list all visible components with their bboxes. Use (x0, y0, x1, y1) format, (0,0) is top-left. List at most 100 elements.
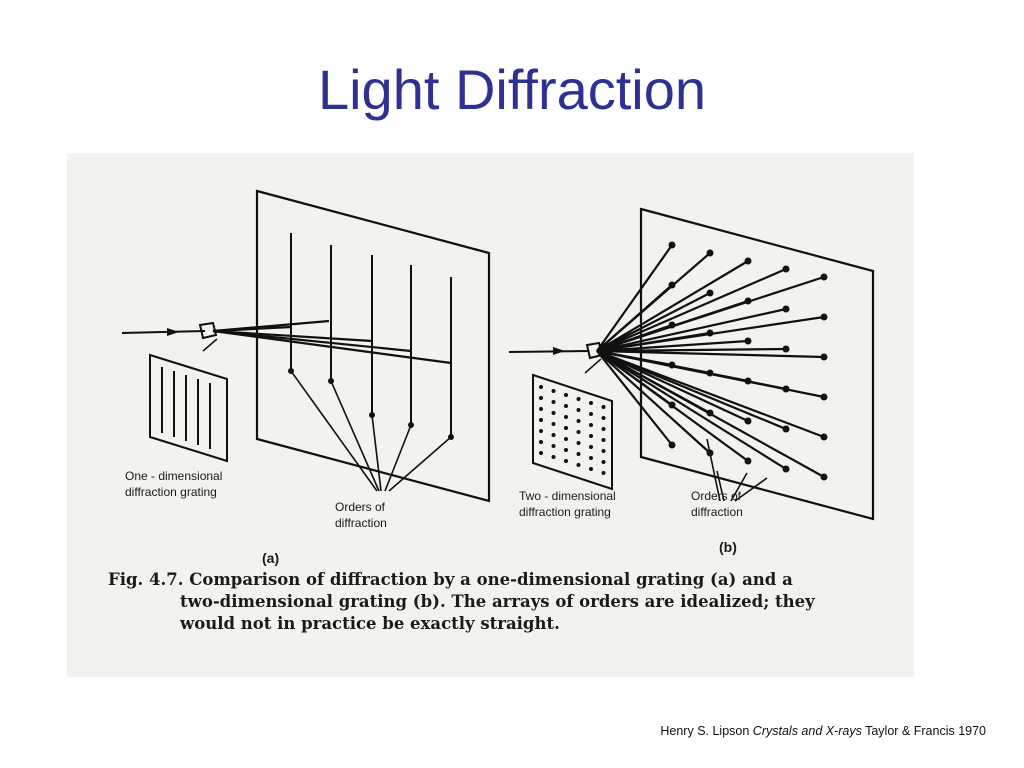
grating-dot (551, 433, 556, 437)
diffraction-order-dot (744, 337, 752, 345)
source-citation: Henry S. Lipson Crystals and X-rays Tayl… (660, 724, 986, 738)
incident-beam-a (121, 330, 206, 334)
slide-title: Light Diffraction (317, 58, 707, 121)
grating-dot (601, 416, 606, 420)
grating-dot (589, 445, 593, 449)
caption-line-2: two-dimensional grating (b). The arrays … (180, 592, 815, 611)
grating-dot (576, 419, 581, 423)
grating-dot (539, 396, 543, 400)
grating-dot (539, 440, 543, 444)
diffraction-ray (596, 350, 673, 446)
diffraction-order-dot (782, 425, 790, 433)
diffraction-order-dot (668, 441, 676, 449)
grating-dot (551, 455, 556, 459)
diffraction-order-dot (782, 305, 790, 313)
diffraction-order-dot (782, 345, 790, 353)
diffraction-order-dot (706, 329, 714, 337)
diffraction-order-dot (668, 401, 676, 409)
grating-dot (576, 452, 581, 456)
panel-b-diagram: Two - dimensional diffraction grating Or… (508, 207, 875, 555)
diffraction-ray (596, 260, 749, 352)
diffraction-ray (596, 323, 673, 353)
two-dimensional-grating (532, 373, 613, 491)
grating-dot (564, 448, 568, 452)
grating-dot (601, 438, 606, 442)
grating-dot (551, 444, 556, 448)
grating-dot (576, 441, 581, 445)
grating-dot (564, 393, 568, 397)
diffraction-ray (596, 267, 787, 353)
grating-label-b-line2: diffraction grating (519, 505, 611, 519)
diffraction-ray (596, 350, 749, 422)
diffraction-order-dot (706, 249, 714, 257)
grating-label-a-line1: One - dimensional (125, 469, 222, 483)
diffraction-order-dot (668, 321, 676, 329)
diffraction-ray (596, 339, 749, 353)
screen-b (639, 207, 875, 521)
diffraction-order-dot (668, 361, 676, 369)
beam-arrow-a (167, 328, 179, 336)
diffraction-ray (596, 331, 711, 353)
diffraction-ray (596, 347, 787, 353)
diffraction-ray (596, 244, 673, 352)
grating-dot (589, 423, 593, 427)
grating-dot (539, 451, 543, 455)
grating-dot (589, 467, 593, 471)
grating-dot (551, 400, 556, 404)
orders-label-a-line2: diffraction (335, 516, 387, 530)
grating-dot (589, 412, 593, 416)
grating-dot (601, 405, 606, 409)
incident-beam-b (508, 350, 590, 353)
beam-arrow-b (553, 347, 565, 355)
diffraction-order-dot (706, 369, 714, 377)
diffraction-order-dot (744, 417, 752, 425)
panel-tag-a: (a) (262, 550, 279, 566)
grating-dot (539, 418, 543, 422)
diffraction-order-dot (744, 457, 752, 465)
diffraction-order-dot (744, 257, 752, 265)
diffraction-order-dot (782, 465, 790, 473)
grating-dot (589, 456, 593, 460)
orders-label-b-line2: diffraction (691, 505, 743, 519)
diffraction-order-dot (744, 377, 752, 385)
diffraction-figure: One - dimensional diffraction grating Or… (67, 153, 914, 677)
diffraction-order-dot (782, 265, 790, 273)
diffraction-diagram: One - dimensional diffraction grating Or… (121, 189, 875, 566)
panel-a-diagram: One - dimensional diffraction grating Or… (121, 189, 491, 566)
diffraction-order-dot (820, 473, 828, 481)
panel-tag-b: (b) (719, 539, 737, 555)
diffraction-order-dot (668, 281, 676, 289)
diffraction-order-dot (706, 409, 714, 417)
grating-dot (551, 422, 556, 426)
citation-author: Henry S. Lipson (660, 724, 750, 738)
grating-dot (564, 415, 568, 419)
grating-dot (589, 401, 593, 405)
one-dimensional-grating (149, 353, 228, 463)
grating-dot (564, 437, 568, 441)
grating-dot (601, 449, 606, 453)
grating-dot (539, 429, 543, 433)
citation-publisher: Taylor & Francis 1970 (865, 724, 986, 738)
grating-dot (551, 411, 556, 415)
orders-label-b-line1: Orders of (691, 489, 742, 503)
grating-dot (539, 385, 543, 389)
diffraction-ray (596, 307, 787, 353)
grating-dot (551, 389, 556, 393)
diffraction-order-dot (706, 289, 714, 297)
diffraction-ray (596, 350, 711, 454)
diffraction-ray (596, 350, 787, 470)
diffraction-ray (596, 349, 825, 439)
diffraction-order-dot (744, 297, 752, 305)
grating-dot (601, 471, 606, 475)
grating-dot (564, 404, 568, 408)
diffraction-ray (596, 292, 711, 352)
diffraction-order-dot (820, 393, 828, 401)
grating-label-a-line2: diffraction grating (125, 485, 217, 499)
caption-line-3: would not in practice be exactly straigh… (180, 614, 560, 633)
grating-dot (539, 407, 543, 411)
diffraction-order-dot (820, 273, 828, 281)
grating-dot (601, 460, 606, 464)
diffraction-order-dot (820, 313, 828, 321)
grating-dot (576, 430, 581, 434)
citation-book: Crystals and X-rays (752, 724, 862, 738)
